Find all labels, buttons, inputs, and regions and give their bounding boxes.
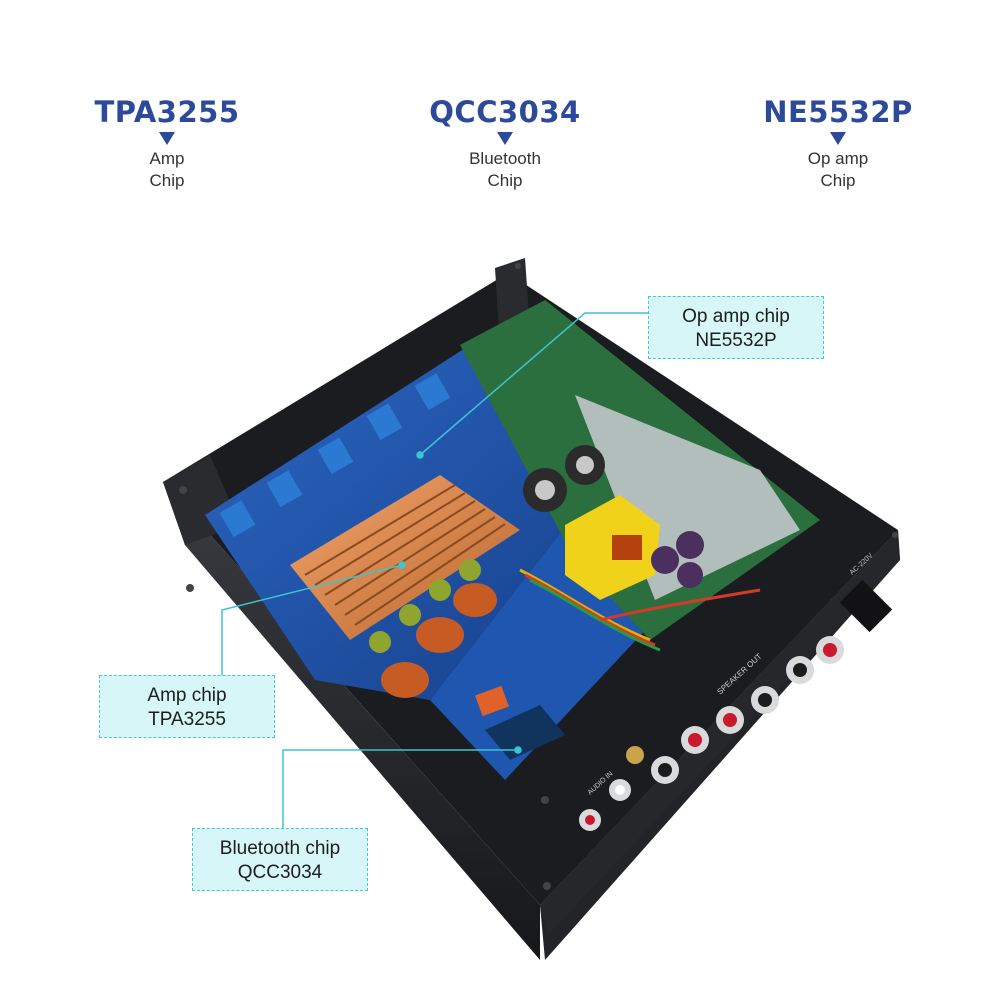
down-arrow-icon [497, 132, 513, 145]
callout-line1: Amp chip [147, 685, 227, 706]
inductors [369, 559, 497, 698]
chip-heading-bluetooth: QCC3034 Bluetooth Chip [395, 92, 615, 192]
callout-line1: Op amp chip [682, 306, 790, 327]
bluetooth-module [475, 685, 565, 760]
down-arrow-icon [159, 132, 175, 145]
rca-inputs [579, 746, 644, 831]
leader-lines [221, 312, 650, 830]
down-arrow-icon [830, 132, 846, 145]
heatsink [290, 475, 520, 640]
callout-line2: TPA3255 [148, 709, 226, 730]
chip-name: QCC3034 [429, 95, 581, 129]
callout-amp: Amp chip TPA3255 [99, 675, 275, 738]
screws [179, 263, 898, 890]
chip-desc-line2: Chip [149, 171, 185, 190]
callout-op-amp: Op amp chip NE5532P [648, 296, 824, 359]
chip-desc-line1: Bluetooth [469, 149, 541, 168]
chip-name: NE5532P [763, 95, 913, 129]
chip-heading-amp: TPA3255 Amp Chip [57, 92, 277, 192]
callout-line2: NE5532P [695, 330, 777, 351]
chip-heading-op-amp: NE5532P Op amp Chip [728, 92, 948, 192]
callout-line2: QCC3034 [237, 862, 323, 883]
callout-line1: Bluetooth chip [219, 838, 341, 859]
pot-row [219, 373, 451, 538]
chip-desc-line1: Amp [149, 149, 185, 168]
chip-name: TPA3255 [94, 95, 240, 129]
chip-desc-line2: Chip [820, 171, 856, 190]
power-socket [839, 579, 893, 633]
callout-bluetooth: Bluetooth chip QCC3034 [192, 828, 368, 891]
speaker-terminals [651, 636, 844, 784]
chip-desc-line2: Chip [487, 171, 523, 190]
wiring [519, 568, 761, 652]
chip-desc-line1: Op amp [807, 149, 869, 168]
psu-board [460, 300, 820, 640]
